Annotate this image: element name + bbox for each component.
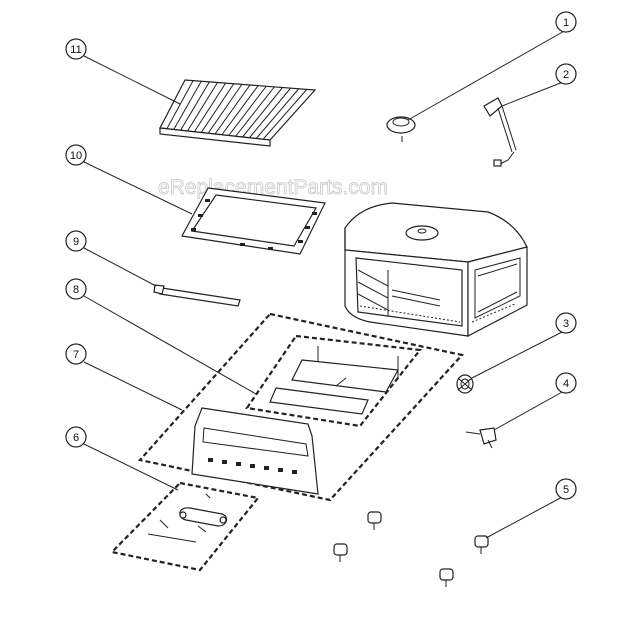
svg-text:3: 3 <box>563 318 569 330</box>
rack-bar <box>187 82 218 132</box>
rack-bar <box>200 83 235 133</box>
rack-bar <box>173 81 202 130</box>
rack-bar <box>207 84 243 134</box>
callout-3: 3 <box>555 312 577 334</box>
rack-bar <box>255 88 300 139</box>
svg-text:8: 8 <box>73 284 79 296</box>
rack-bar <box>242 87 283 138</box>
svg-text:7: 7 <box>73 349 79 361</box>
svg-text:2: 2 <box>563 69 569 81</box>
part-4-switch <box>465 427 497 449</box>
callout-6: 6 <box>65 426 87 448</box>
part-7-door-panel-assembly <box>137 312 465 502</box>
rack-bar <box>248 87 292 139</box>
rack-bar <box>221 85 259 136</box>
callout-11: 11 <box>65 38 87 60</box>
part-11-wire-rack <box>159 79 317 147</box>
callout-10: 10 <box>65 144 87 166</box>
part-10-baking-pan <box>181 187 326 255</box>
callout-1: 1 <box>555 11 577 33</box>
part-5-foot <box>367 511 382 530</box>
part-1-cap <box>386 116 416 142</box>
svg-text:6: 6 <box>73 432 79 444</box>
oven-body <box>344 202 528 337</box>
rack-bar <box>214 84 251 135</box>
callout-5: 5 <box>555 478 577 500</box>
part-9-heating-rod <box>153 284 241 307</box>
callout-8: 8 <box>65 278 87 300</box>
callout-9: 9 <box>65 230 87 252</box>
callout-7: 7 <box>65 343 87 365</box>
svg-text:9: 9 <box>73 236 79 248</box>
leader-lines <box>83 29 567 539</box>
callout-2: 2 <box>555 63 577 85</box>
rack-bar <box>262 89 308 140</box>
svg-text:11: 11 <box>70 44 81 56</box>
part-6-handle-assembly <box>109 481 261 572</box>
rack-bar <box>180 81 210 131</box>
part-8-door-glass-assembly <box>245 334 423 428</box>
rack-bar <box>228 85 267 136</box>
svg-text:10: 10 <box>70 150 82 162</box>
rack-bar <box>193 82 227 133</box>
part-5-foot <box>439 568 454 587</box>
watermark: eReplacementParts.com <box>158 176 388 199</box>
svg-text:5: 5 <box>563 484 569 496</box>
part-2-thermostat-probe <box>483 97 517 167</box>
svg-text:1: 1 <box>563 17 569 29</box>
svg-text:4: 4 <box>563 378 569 390</box>
part-5-foot <box>474 535 489 554</box>
rack-bar <box>235 86 275 137</box>
rack-bar <box>166 80 194 129</box>
part-5-foot <box>333 543 348 562</box>
callout-4: 4 <box>555 372 577 394</box>
part-3-gear <box>456 374 474 394</box>
